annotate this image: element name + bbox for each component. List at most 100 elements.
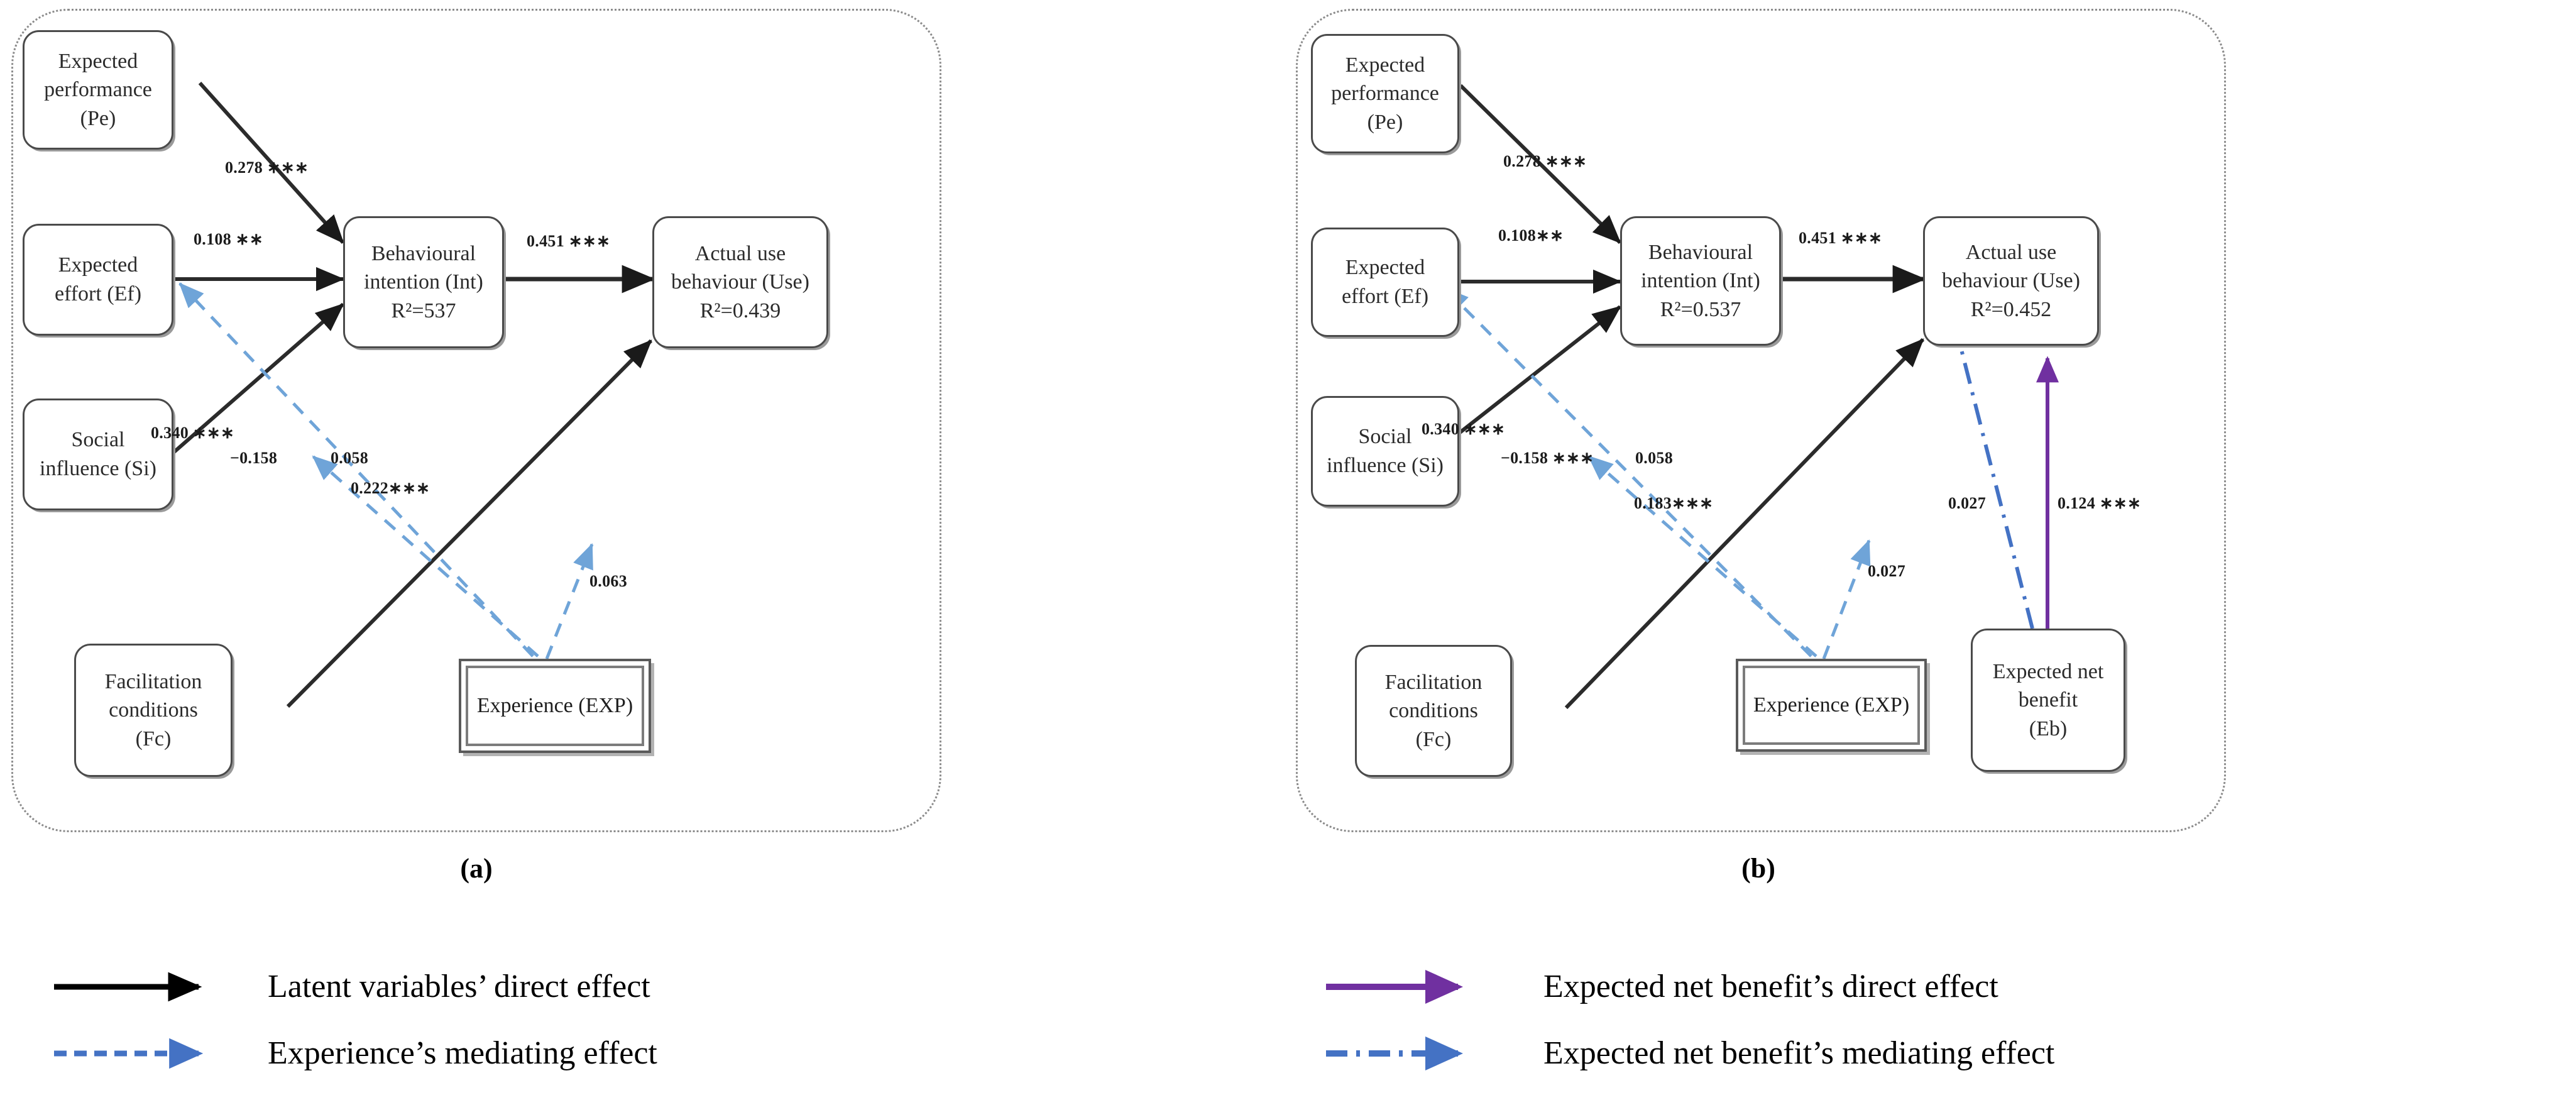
- node-line-1: Experience (EXP): [1753, 693, 1910, 717]
- node-line-3: R²=0.439: [699, 299, 781, 322]
- node-line-1: Expected net: [1992, 659, 2104, 683]
- node-line-1: Behavioural: [1648, 240, 1753, 264]
- node-expected-performance[interactable]: Expected performance (Pe): [1311, 34, 1459, 153]
- node-line-2: behaviour (Use): [1942, 269, 2080, 293]
- node-behavioural-intention[interactable]: Behavioural intention (Int) R²=537: [343, 216, 504, 348]
- node-line-3: (Eb): [2029, 717, 2068, 740]
- node-line-3: (Pe): [1367, 110, 1403, 134]
- edge-fc-use: [286, 339, 653, 708]
- panel-b-frame: [1296, 9, 2226, 832]
- coef-fc-use: 0.222∗∗∗: [351, 479, 430, 497]
- coef-fc-use: 0.183∗∗∗: [1634, 494, 1714, 512]
- legend-item-eb-mediating: Expected net benefit’s mediating effect: [1326, 1035, 2054, 1072]
- coef-exp-si: 0.058: [331, 449, 368, 467]
- node-line-1: Social: [71, 428, 125, 452]
- node-expected-effort[interactable]: Expected effort (Ef): [23, 224, 173, 336]
- edge-exp-use: [545, 543, 594, 659]
- node-line-2: effort (Ef): [1341, 285, 1429, 308]
- node-facilitation-conditions[interactable]: Facilitation conditions (Fc): [1355, 645, 1512, 777]
- legend-arrow-dashed-blue: [54, 1038, 204, 1069]
- coef-pe-int: 0.278 ∗∗∗: [225, 158, 309, 177]
- coef-eb-int: 0.027: [1948, 494, 1986, 512]
- node-line-2: intention (Int): [1641, 269, 1760, 293]
- coef-int-use: 0.451 ∗∗∗: [1799, 229, 1883, 247]
- caption-b-text: (b): [1741, 853, 1775, 884]
- legend-arrow-solid-black: [54, 972, 202, 1001]
- node-line-1: Actual use: [694, 241, 786, 265]
- edge-pe-int: [1459, 84, 1622, 245]
- caption-a: (a): [445, 852, 508, 884]
- coef-eb-use: 0.124 ∗∗∗: [2058, 494, 2142, 512]
- legend-item-eb-direct: Expected net benefit’s direct effect: [1326, 968, 1998, 1005]
- coef-exp-si: 0.058: [1635, 449, 1673, 467]
- edge-exp-ef: [1443, 287, 1812, 657]
- legend-arrow-solid-purple: [1326, 969, 1464, 1004]
- panel-a: Expected performance (Pe) Expected effor…: [11, 9, 941, 832]
- caption-a-text: (a): [460, 853, 493, 884]
- node-line-1: Experience (EXP): [476, 694, 633, 717]
- edge-si-int: [172, 302, 344, 454]
- node-experience[interactable]: Experience (EXP): [459, 659, 651, 753]
- node-line-2: behaviour (Use): [671, 270, 809, 294]
- node-experience[interactable]: Experience (EXP): [1736, 659, 1927, 752]
- node-line-3: (Fc): [1415, 727, 1452, 751]
- node-actual-use-behaviour[interactable]: Actual use behaviour (Use) R²=0.452: [1923, 216, 2099, 346]
- node-line-2: performance: [44, 78, 152, 102]
- legend-label: Expected net benefit’s direct effect: [1543, 969, 1998, 1004]
- coef-ef-int: 0.108 ∗∗: [194, 230, 263, 248]
- node-expected-net-benefit[interactable]: Expected net benefit (Eb): [1971, 629, 2125, 772]
- edge-fc-use: [1564, 338, 1925, 710]
- node-facilitation-conditions[interactable]: Facilitation conditions (Fc): [74, 644, 233, 777]
- node-line-2: intention (Int): [364, 270, 483, 294]
- node-line-1: Facilitation: [1384, 670, 1483, 694]
- node-line-2: influence (Si): [1327, 454, 1444, 477]
- coef-exp-ef: −0.158 ∗∗∗: [1501, 449, 1594, 467]
- node-line-1: Expected: [58, 49, 138, 73]
- panel-b-edges: [1438, 84, 2059, 710]
- legend-label: Expected net benefit’s mediating effect: [1543, 1035, 2055, 1071]
- node-line-3: R²=0.537: [1660, 297, 1741, 321]
- coef-ef-int: 0.108∗∗: [1498, 226, 1564, 245]
- legend-item-experience-mediating: Experience’s mediating effect: [50, 1035, 657, 1072]
- node-line-1: Facilitation: [104, 669, 202, 693]
- node-line-1: Behavioural: [371, 241, 476, 265]
- node-social-influence[interactable]: Social influence (Si): [1311, 396, 1459, 507]
- node-line-3: R²=0.452: [1970, 297, 2052, 321]
- node-line-2: conditions: [109, 698, 198, 722]
- coef-pe-int: 0.278 ∗∗∗: [1503, 152, 1587, 170]
- node-social-influence[interactable]: Social influence (Si): [23, 399, 173, 510]
- node-line-1: Actual use: [1965, 240, 2057, 264]
- node-line-2: conditions: [1389, 699, 1478, 723]
- panel-b: Expected performance (Pe) Expected effor…: [1296, 9, 2226, 832]
- node-behavioural-intention[interactable]: Behavioural intention (Int) R²=0.537: [1620, 216, 1781, 346]
- node-line-2: influence (Si): [40, 457, 156, 480]
- caption-b: (b): [1727, 852, 1790, 884]
- node-line-3: R²=537: [391, 299, 456, 322]
- coef-si-int: 0.340 ∗∗∗: [1422, 420, 1506, 438]
- edge-exp-use: [1822, 539, 1871, 659]
- node-line-1: Social: [1358, 425, 1412, 449]
- edge-si-int: [1438, 305, 1621, 451]
- legend-arrow-dashdot-blue: [1326, 1036, 1464, 1070]
- edge-eb-int: [1941, 291, 2034, 629]
- edge-pe-int: [198, 81, 345, 245]
- node-line-2: benefit: [2018, 688, 2078, 712]
- coef-exp-use: 0.027: [1868, 562, 1905, 580]
- legend-label: Experience’s mediating effect: [268, 1035, 657, 1071]
- coef-si-int: 0.340 ∗∗∗: [151, 424, 235, 442]
- node-line-2: performance: [1331, 82, 1439, 106]
- coef-exp-use: 0.063: [589, 572, 627, 590]
- edge-exp-si: [312, 455, 539, 657]
- node-line-1: Expected: [1345, 256, 1425, 280]
- node-line-3: (Fc): [135, 727, 172, 750]
- coef-int-use: 0.451 ∗∗∗: [527, 232, 611, 250]
- node-actual-use-behaviour[interactable]: Actual use behaviour (Use) R²=0.439: [652, 216, 828, 348]
- legend-item-latent-direct: Latent variables’ direct effect: [50, 968, 650, 1005]
- legend-label: Latent variables’ direct effect: [268, 969, 650, 1004]
- node-expected-performance[interactable]: Expected performance (Pe): [23, 30, 173, 150]
- node-line-3: (Pe): [80, 106, 116, 130]
- node-expected-effort[interactable]: Expected effort (Ef): [1311, 228, 1459, 337]
- node-line-1: Expected: [1345, 53, 1425, 77]
- coef-exp-ef: −0.158: [230, 449, 278, 467]
